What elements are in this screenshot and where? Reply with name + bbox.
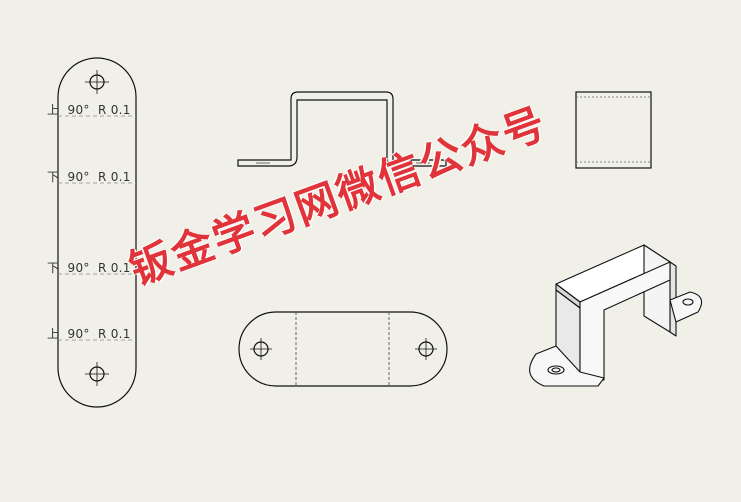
top-view-right-hole bbox=[415, 338, 437, 360]
front-view-profile bbox=[237, 91, 447, 167]
top-hole bbox=[85, 70, 109, 94]
isometric-view bbox=[529, 244, 703, 387]
bend-note-4: 上 90° R 0.1 bbox=[47, 327, 131, 341]
top-view bbox=[238, 311, 448, 387]
bottom-hole bbox=[85, 362, 109, 386]
flat-pattern-view bbox=[57, 57, 137, 408]
top-view-left-hole bbox=[250, 338, 272, 360]
front-view bbox=[237, 91, 447, 167]
bend-note-3: 下 90° R 0.1 bbox=[47, 261, 131, 275]
bend-note-2: 下 90° R 0.1 bbox=[47, 170, 131, 184]
side-view bbox=[575, 91, 652, 169]
iso-left-flange bbox=[529, 345, 605, 387]
flat-pattern-outline bbox=[57, 57, 137, 408]
iso-right-flange bbox=[669, 291, 703, 323]
side-view-outline bbox=[575, 91, 652, 169]
top-view-outline bbox=[238, 311, 448, 387]
bend-note-1: 上 90° R 0.1 bbox=[47, 103, 131, 117]
bend-lines bbox=[58, 115, 136, 341]
